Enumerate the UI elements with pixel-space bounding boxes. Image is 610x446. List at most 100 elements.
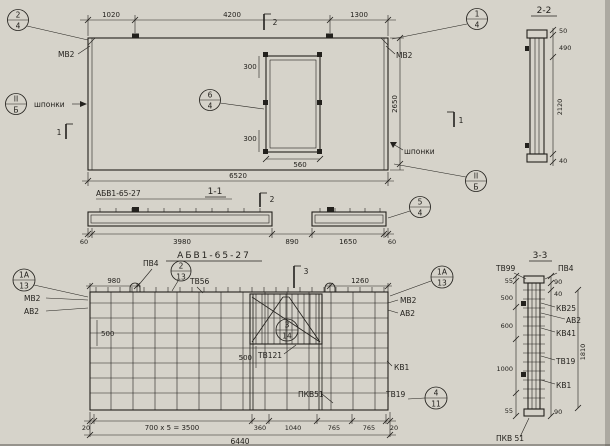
plan-dim-4200: 4200 <box>223 11 241 19</box>
opening-dim-560: 560 <box>293 161 306 169</box>
lifting-loop-left <box>132 33 139 39</box>
leader-line <box>136 268 153 288</box>
s33-dim-500: 500 <box>501 294 513 302</box>
callout-leader <box>391 23 468 40</box>
cut-mark-2-top: 2 <box>263 13 278 30</box>
callout-rebar-top-right: 1А 13 <box>389 265 454 297</box>
opening-embed <box>317 100 322 105</box>
callout-sheet: 4 <box>16 22 21 31</box>
leader-line <box>540 302 556 308</box>
callout-number: 1А <box>437 268 448 277</box>
leader-line <box>386 360 393 367</box>
callout-number: 1 <box>475 10 480 19</box>
callout-rebar-top-left: 1А 13 <box>12 268 89 298</box>
section-top-cap <box>523 275 545 284</box>
dim-ticks <box>84 230 392 238</box>
label-av2-right: АВ2 <box>400 309 415 318</box>
leader-line <box>540 379 556 385</box>
rebar-outline <box>89 291 389 411</box>
view-marker-left: II Б <box>5 93 27 115</box>
rebar-dim-360: 360 <box>254 424 266 432</box>
label-mv2-left: МВ2 <box>24 294 41 303</box>
leader-line <box>540 355 556 361</box>
horizontal-bars <box>90 302 388 394</box>
dim-ticks <box>512 272 520 420</box>
callout-s11: 5 4 <box>387 196 431 219</box>
marker-top: II <box>474 172 478 181</box>
section-bottom-cap <box>523 408 545 417</box>
leader-line <box>77 45 91 55</box>
rebar-dim-total: 6440 <box>230 437 249 446</box>
dim-extension-lines <box>87 172 389 186</box>
scan-edge-bottom <box>0 444 610 446</box>
strip-embed <box>327 207 334 212</box>
plan-view: 1020 4200 1300 6520 2650 300 300 560 МВ2… <box>5 8 488 192</box>
callout-number: 2 <box>179 262 184 271</box>
leader-arrowhead <box>390 142 397 148</box>
corner-notch-right <box>380 37 389 46</box>
s11-dim-60-right: 60 <box>388 238 396 246</box>
callout-sheet: 13 <box>19 282 29 291</box>
leader-line <box>45 297 89 301</box>
rebar-dim-20-left: 20 <box>82 424 90 432</box>
rebar-dim-980: 980 <box>107 277 120 285</box>
callout-rebar-bottom-right: 4 11 <box>407 386 448 410</box>
section-embed <box>525 143 529 148</box>
leader-line <box>513 272 527 280</box>
strip-left <box>87 211 273 227</box>
cut-number: 3 <box>304 267 309 276</box>
callout-sheet: 4 <box>208 102 213 111</box>
label-kv1: КВ1 <box>556 381 571 390</box>
strip-left-inner <box>90 214 270 224</box>
s11-dim-1650: 1650 <box>339 238 357 246</box>
leader-line <box>283 344 297 355</box>
rebar-dim-765-a: 765 <box>328 424 340 432</box>
opening-inner-frame <box>269 59 317 149</box>
s33-dim-40: 40 <box>554 290 562 298</box>
label-tv19: ТВ19 <box>385 390 405 399</box>
stud-ticks <box>99 208 381 212</box>
plan-dim-1020: 1020 <box>102 11 120 19</box>
leader-line <box>196 286 204 294</box>
plan-dim-total: 6520 <box>229 172 247 180</box>
callout-rebar-center: 3 14 <box>275 318 299 342</box>
s33-dim-1810: 1810 <box>579 344 587 361</box>
callout-number: 3 <box>285 321 290 330</box>
dim-ticks <box>396 34 404 168</box>
callout-number: 5 <box>418 198 423 207</box>
s11-dim-3980: 3980 <box>173 238 191 246</box>
callout-leader <box>387 210 411 219</box>
callout-sheet: 14 <box>282 332 292 341</box>
strip-right-inner <box>314 214 384 224</box>
dim-ticks <box>549 26 557 166</box>
opening-dim-300-top: 300 <box>243 63 256 71</box>
label-pv4: ПВ4 <box>558 264 574 273</box>
rebar-title: АБВ1-65-27 <box>177 251 251 261</box>
callout-sheet: 13 <box>176 273 186 282</box>
s33-dim-600: 600 <box>501 322 513 330</box>
callout-leader <box>33 284 89 298</box>
dim-extension-lines <box>89 412 391 437</box>
s11-part-label: АБВ1-65-27 <box>96 189 141 198</box>
cut-number: 1 <box>57 128 62 137</box>
opening-embed <box>317 149 322 154</box>
callout-leader <box>26 25 89 41</box>
label-mv2-right: МВ2 <box>396 51 413 60</box>
callout-leader <box>171 280 179 292</box>
section-1-1-title: 1-1 <box>208 187 223 197</box>
label-tv19: ТВ19 <box>555 357 575 366</box>
section-2-2-title: 2-2 <box>537 6 552 16</box>
section-3-3-title: 3-3 <box>533 251 548 261</box>
opening-embed <box>317 52 322 57</box>
section-embed <box>521 372 526 377</box>
s33-dim-55-top: 55 <box>505 277 513 285</box>
opening-embed <box>263 100 268 105</box>
dim-ticks <box>574 286 582 412</box>
callout-sheet: 4 <box>475 21 480 30</box>
leader-line <box>387 299 399 304</box>
s11-dim-890: 890 <box>285 238 298 246</box>
s11-dim-60-left: 60 <box>80 238 88 246</box>
cut-number: 1 <box>459 116 464 125</box>
vertical-bars <box>110 292 376 410</box>
